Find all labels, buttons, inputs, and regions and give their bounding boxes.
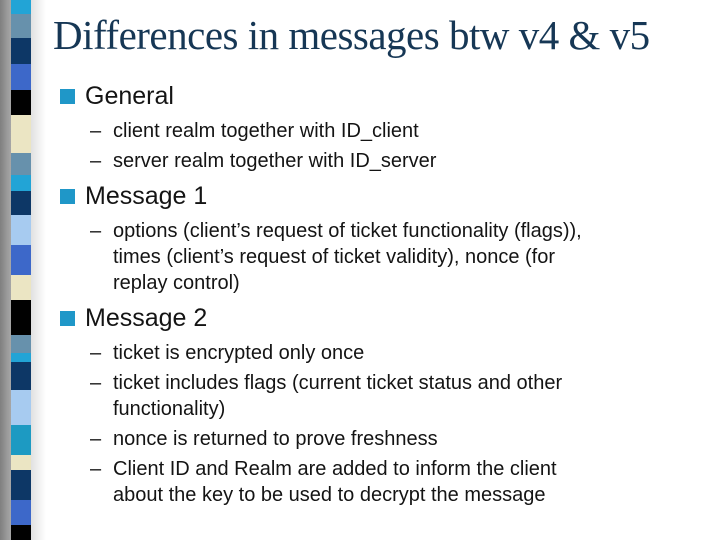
strip-segment xyxy=(11,470,31,500)
bullet-heading-row: Message 2 xyxy=(54,304,702,332)
sub-bullet-text: ticket includes flags (current ticket st… xyxy=(113,372,563,420)
dash-marker: – xyxy=(90,458,102,480)
strip-segment xyxy=(11,175,31,191)
strip-segment xyxy=(11,390,31,425)
strip-segment xyxy=(11,191,31,215)
strip-segment xyxy=(11,64,31,90)
strip-segment xyxy=(11,525,31,540)
dash-marker: – xyxy=(90,428,102,450)
section-general: General – client realm together with ID_… xyxy=(54,82,702,174)
dash-marker: – xyxy=(90,372,102,394)
bullet-square-icon xyxy=(60,310,75,326)
sub-bullet-text: client realm together with ID_client xyxy=(113,120,419,142)
sub-bullet-text: nonce is returned to prove freshness xyxy=(113,428,438,450)
strip-segment xyxy=(11,0,31,14)
sub-bullet-text: options (client’s request of ticket func… xyxy=(113,220,582,294)
sub-bullet-text: server realm together with ID_server xyxy=(113,150,437,172)
strip-segment xyxy=(11,455,31,470)
sub-bullet: – options (client’s request of ticket fu… xyxy=(54,218,702,296)
strip-segment xyxy=(11,245,31,275)
bullet-square-icon xyxy=(60,188,75,204)
strip-segment xyxy=(11,300,31,335)
sub-bullet: – nonce is returned to prove freshness xyxy=(54,426,702,452)
strip-segment xyxy=(11,115,31,153)
strip-segment xyxy=(11,90,31,115)
strip-segment xyxy=(11,275,31,300)
bullet-heading-row: General xyxy=(54,82,702,110)
strip-segment xyxy=(11,14,31,38)
section-heading: Message 1 xyxy=(85,181,208,210)
slide-title: Differences in messages btw v4 & v5 xyxy=(53,12,650,58)
section-message-2: Message 2 – ticket is encrypted only onc… xyxy=(54,304,702,508)
strip-segment xyxy=(11,335,31,353)
dash-marker: – xyxy=(90,120,102,142)
dash-marker: – xyxy=(90,342,102,364)
strip-segment xyxy=(11,38,31,64)
dash-marker: – xyxy=(90,220,102,242)
sub-bullet-text: Client ID and Realm are added to inform … xyxy=(113,458,557,506)
bullet-heading-row: Message 1 xyxy=(54,182,702,210)
sub-bullet: – Client ID and Realm are added to infor… xyxy=(54,456,702,508)
strip-segment xyxy=(11,500,31,525)
strip-segment xyxy=(11,425,31,455)
section-heading: Message 2 xyxy=(85,303,208,332)
strip-segment xyxy=(11,153,31,175)
strip-segment xyxy=(11,353,31,362)
bullet-square-icon xyxy=(60,88,75,104)
section-heading: General xyxy=(85,81,174,110)
sub-bullet: – client realm together with ID_client xyxy=(54,118,702,144)
strip-segment xyxy=(11,215,31,245)
sub-bullet: – server realm together with ID_server xyxy=(54,148,702,174)
dash-marker: – xyxy=(90,150,102,172)
sub-bullet: – ticket includes flags (current ticket … xyxy=(54,370,702,422)
section-message-1: Message 1 – options (client’s request of… xyxy=(54,182,702,296)
decorative-strip xyxy=(11,0,31,540)
slide-body: General – client realm together with ID_… xyxy=(54,82,702,516)
sub-bullet: – ticket is encrypted only once xyxy=(54,340,702,366)
strip-segment xyxy=(11,362,31,390)
sub-bullet-text: ticket is encrypted only once xyxy=(113,342,365,364)
